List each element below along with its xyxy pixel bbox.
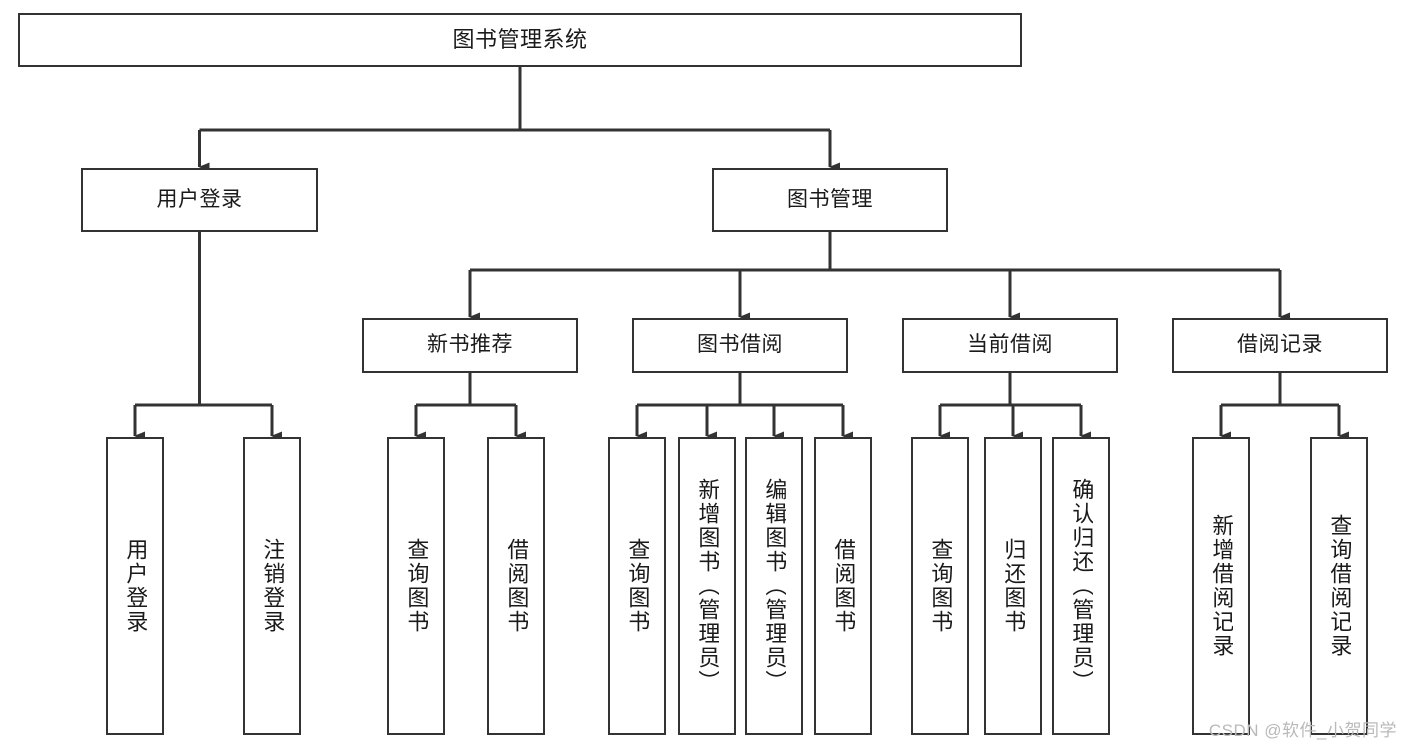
node-label: 新书推荐 xyxy=(427,333,513,357)
node-label: 编辑图书（管理员） xyxy=(762,478,787,694)
node-leaf-11[interactable]: 确认归还（管理员） xyxy=(1052,437,1110,735)
node-root[interactable]: 图书管理系统 xyxy=(18,13,1022,67)
node-label: 图书管理系统 xyxy=(452,27,588,53)
node-leaf-10[interactable]: 归还图书 xyxy=(984,437,1042,735)
node-newbook[interactable]: 新书推荐 xyxy=(362,318,578,373)
node-leaf-12[interactable]: 新增借阅记录 xyxy=(1192,437,1250,735)
node-label: 查询图书 xyxy=(928,538,953,634)
node-label: 借阅图书 xyxy=(831,538,856,634)
node-leaf-5[interactable]: 查询图书 xyxy=(608,437,666,735)
node-label: 新增图书（管理员） xyxy=(695,478,720,694)
node-leaf-7[interactable]: 编辑图书（管理员） xyxy=(745,437,803,735)
node-label: 当前借阅 xyxy=(967,333,1053,357)
node-label: 新增借阅记录 xyxy=(1209,514,1234,658)
node-label: 注销登录 xyxy=(260,538,285,634)
node-label: 查询图书 xyxy=(404,538,429,634)
node-leaf-4[interactable]: 借阅图书 xyxy=(487,437,545,735)
node-leaf-2[interactable]: 注销登录 xyxy=(243,437,301,735)
node-leaf-13[interactable]: 查询借阅记录 xyxy=(1310,437,1368,735)
node-borrow[interactable]: 图书借阅 xyxy=(632,318,848,373)
node-leaf-6[interactable]: 新增图书（管理员） xyxy=(678,437,736,735)
node-records[interactable]: 借阅记录 xyxy=(1172,318,1388,373)
node-label: 确认归还（管理员） xyxy=(1069,478,1094,694)
node-label: 用户登录 xyxy=(123,538,148,634)
watermark-text: CSDN @软件_小贺同学 xyxy=(1208,721,1397,740)
node-label: 图书管理 xyxy=(787,187,873,211)
node-label: 借阅记录 xyxy=(1237,333,1323,357)
node-leaf-8[interactable]: 借阅图书 xyxy=(814,437,872,735)
node-label: 查询图书 xyxy=(625,538,650,634)
node-login[interactable]: 用户登录 xyxy=(81,168,318,232)
node-leaf-3[interactable]: 查询图书 xyxy=(387,437,445,735)
node-bookmgmt[interactable]: 图书管理 xyxy=(712,168,948,232)
node-label: 图书借阅 xyxy=(697,333,783,357)
node-leaf-9[interactable]: 查询图书 xyxy=(911,437,969,735)
node-label: 归还图书 xyxy=(1001,538,1026,634)
node-leaf-1[interactable]: 用户登录 xyxy=(106,437,164,735)
connector-lines xyxy=(133,67,1349,441)
node-label: 查询借阅记录 xyxy=(1327,514,1352,658)
node-label: 借阅图书 xyxy=(504,538,529,634)
node-current[interactable]: 当前借阅 xyxy=(902,318,1118,373)
node-label: 用户登录 xyxy=(156,187,243,211)
